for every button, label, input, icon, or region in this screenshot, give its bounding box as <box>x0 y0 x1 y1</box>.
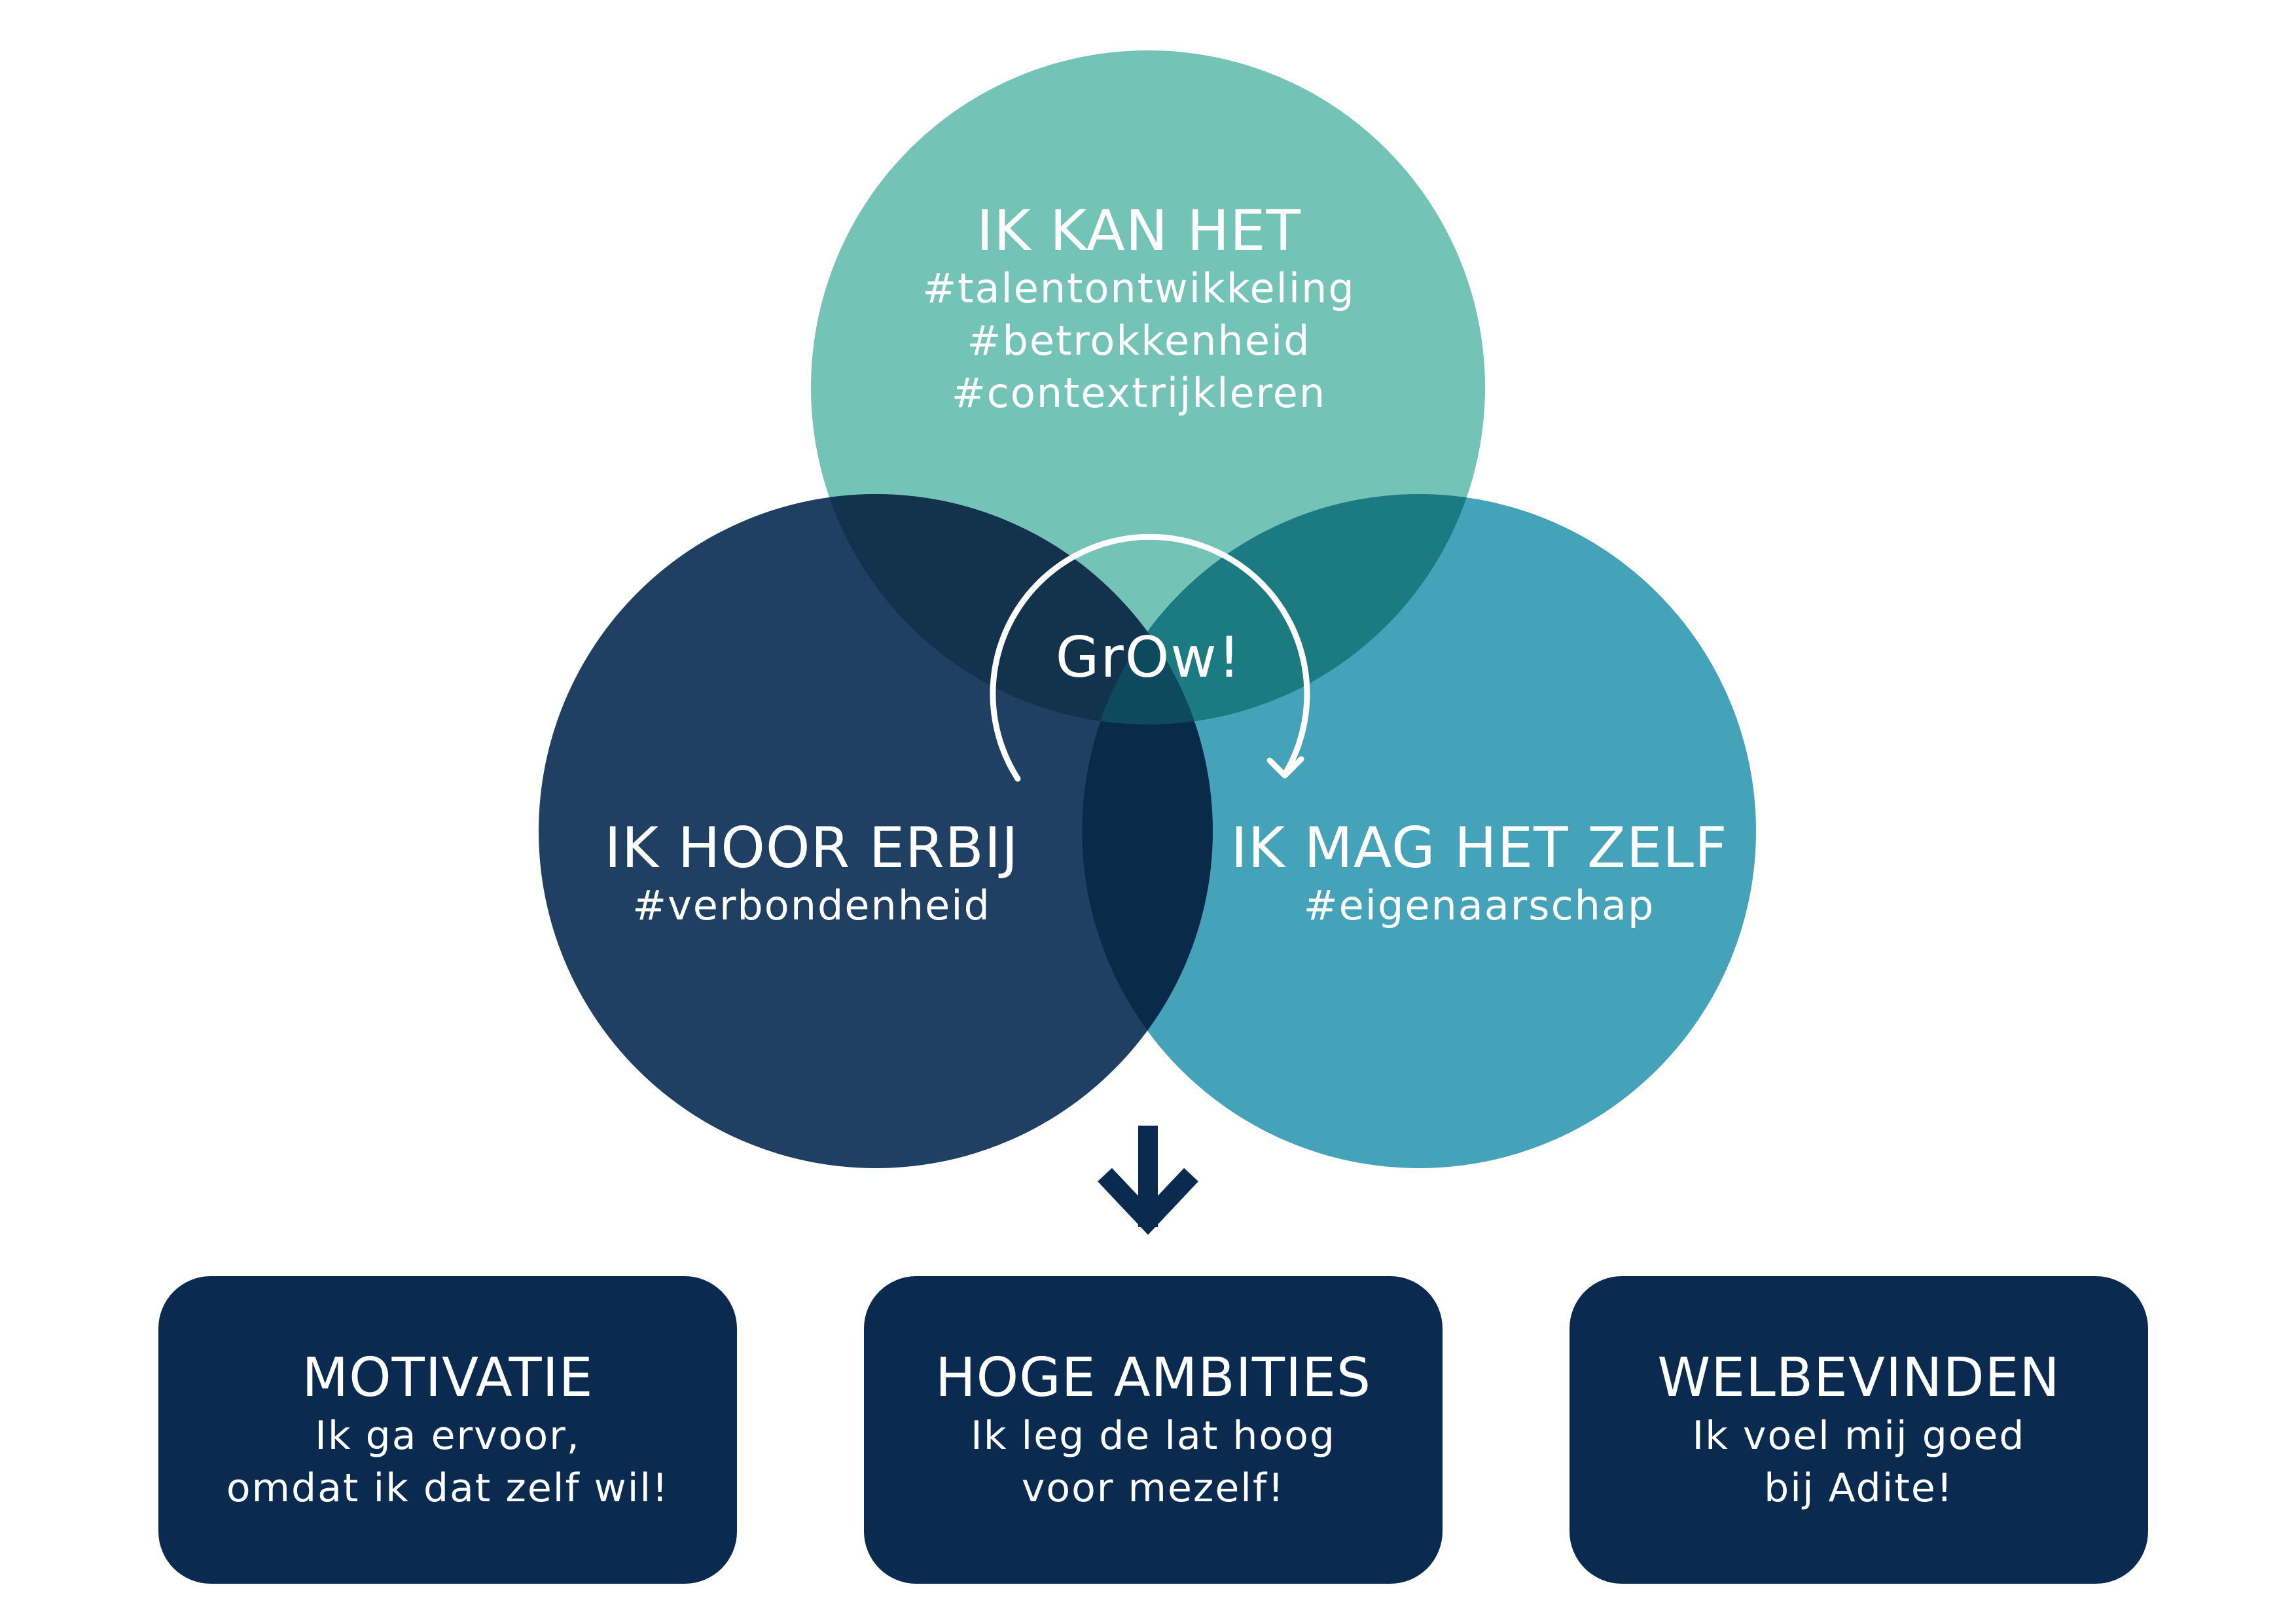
circle-left-title: IK HOOR ERBIJ <box>604 815 1019 881</box>
box-text: bij Adite! <box>1764 1465 1954 1511</box>
grow-label: GrOw! <box>1055 625 1242 690</box>
cycle-arrow-icon <box>990 533 1310 782</box>
circle-top-tag: #betrokkenheid <box>967 317 1311 365</box>
circle-top-text: IK KAN HET #talentontwikkeling #betrokke… <box>812 200 1466 419</box>
circle-left-text: IK HOOR ERBIJ #verbondenheid <box>484 817 1139 932</box>
box-title: MOTIVATIE <box>302 1347 594 1409</box>
circle-top-tag: #talentontwikkeling <box>922 264 1355 312</box>
box-text: Ik ga ervoor, <box>315 1413 581 1459</box>
box-title: WELBEVINDEN <box>1657 1347 2060 1409</box>
box-hoge-ambities: HOGE AMBITIES Ik leg de lat hoog voor me… <box>864 1276 1443 1584</box>
box-text: voor mezelf! <box>1021 1465 1285 1511</box>
box-text: Ik leg de lat hoog <box>971 1413 1336 1459</box>
circle-top-title: IK KAN HET <box>976 198 1302 264</box>
circle-left-tag: #verbondenheid <box>632 882 991 929</box>
box-motivatie: MOTIVATIE Ik ga ervoor, omdat ik dat zel… <box>158 1276 737 1584</box>
box-welbevinden: WELBEVINDEN Ik voel mij goed bij Adite! <box>1570 1276 2148 1584</box>
circle-top-tag: #contextrijkleren <box>951 369 1327 417</box>
circle-right-title: IK MAG HET ZELF <box>1230 815 1728 881</box>
box-title: HOGE AMBITIES <box>935 1347 1372 1409</box>
box-text: Ik voel mij goed <box>1692 1413 2026 1459</box>
overlap-top-left <box>811 494 1213 724</box>
circle-right-tag: #eigenaarschap <box>1303 882 1655 929</box>
box-text: omdat ik dat zelf wil! <box>226 1465 670 1511</box>
overlap-top-right <box>1082 494 1485 724</box>
circle-right-text: IK MAG HET ZELF #eigenaarschap <box>1152 817 1806 932</box>
arrow-down-icon <box>1098 1126 1198 1235</box>
